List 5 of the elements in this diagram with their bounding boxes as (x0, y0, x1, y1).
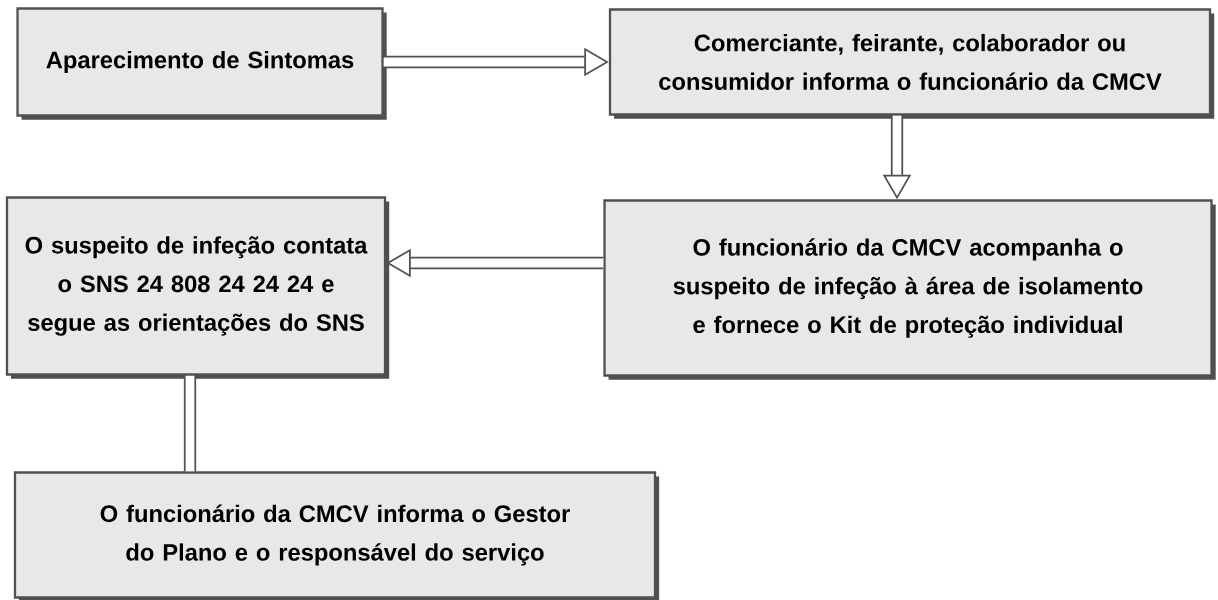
process-box: O funcionário da CMCV informa o Gestor do Plano e o responsável do serviço (13, 471, 660, 600)
process-box: O suspeito de infeção contata o SNS 24 808 24 24 24 e segue as orientações do SNS (5, 196, 390, 379)
process-box: O funcionário da CMCV acompanha o suspeito de infeção à área de isolamento e fornece o Kit de proteção individual (603, 199, 1216, 380)
process-box: Comerciante, feirante, colaborador ou consumidor informa o funcionário da CMCV (608, 8, 1215, 119)
process-box: Aparecimento de Sintomas (16, 7, 387, 120)
